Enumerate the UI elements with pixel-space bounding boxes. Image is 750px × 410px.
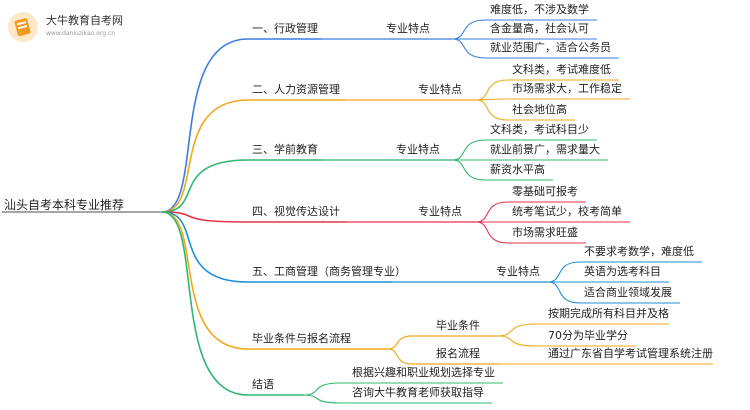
logo-icon: [8, 12, 38, 42]
branch-topic: 二、人力资源管理: [252, 83, 340, 96]
leaf-node: 就业范围广，适合公务员: [490, 41, 611, 54]
connector: [451, 19, 487, 40]
branch-subtopic: 报名流程: [436, 347, 480, 360]
leaf-node: 文科类，考试科目少: [490, 123, 589, 136]
connector: [161, 211, 249, 350]
branch-subtopic: 专业特点: [418, 83, 462, 96]
branch-topic: 一、行政管理: [252, 22, 318, 35]
leaf-node: 含金量高，社会认可: [490, 22, 589, 35]
connector: [475, 201, 509, 223]
leaf-node: 市场需求旺盛: [512, 226, 578, 239]
connector: [161, 211, 249, 223]
connector: [451, 159, 487, 181]
connector: [387, 348, 413, 365]
branch-topic: 四、视觉传达设计: [252, 205, 340, 218]
leaf-node: 薪资水平高: [490, 163, 545, 176]
branch-topic: 结语: [252, 378, 274, 391]
connector: [161, 38, 249, 213]
leaf-node: 统考笔试少，校考简单: [512, 205, 622, 218]
branch-topic: 五、工商管理（商务管理专业）: [252, 265, 406, 278]
connector: [161, 211, 249, 283]
leaf-node: 通过广东省自学考试管理系统注册: [548, 347, 713, 360]
leaf-node: 社会地位高: [512, 103, 567, 116]
leaf-node: 零基础可报考: [512, 185, 578, 198]
site-logo: 大牛教育自考网 www.daniuzikao.org.cn: [6, 10, 166, 44]
leaf-node: 文科类，考试难度低: [512, 63, 611, 76]
branch-subtopic: 专业特点: [396, 143, 440, 156]
branch-subtopic: 专业特点: [386, 22, 430, 35]
connector: [547, 281, 581, 304]
connector: [303, 394, 341, 404]
connector: [475, 221, 509, 244]
connector: [303, 382, 341, 396]
connector: [475, 79, 509, 101]
leaf-node: 适合商业领域发展: [584, 286, 672, 299]
leaf-node: 市场需求大，工作稳定: [512, 82, 622, 95]
connector: [451, 139, 487, 161]
leaf-node: 根据兴趣和职业规划选择专业: [352, 366, 495, 379]
leaf-node: 不要求考数学，难度低: [584, 245, 694, 258]
connector: [475, 99, 509, 121]
connector: [497, 323, 537, 337]
leaf-node: 按期完成所有科目并及格: [548, 307, 669, 320]
root-topic: 汕头自考本科专业推荐: [4, 198, 125, 212]
connector: [161, 159, 249, 213]
branch-subtopic: 专业特点: [418, 205, 462, 218]
branch-topic: 毕业条件与报名流程: [252, 332, 351, 345]
connector: [547, 261, 581, 283]
leaf-node: 咨询大牛教育老师获取指导: [352, 386, 484, 399]
connector: [387, 335, 413, 350]
leaf-node: 英语为选考科目: [584, 265, 661, 278]
connector: [451, 38, 487, 59]
branch-subtopic: 专业特点: [496, 265, 540, 278]
leaf-node: 70分为毕业学分: [548, 329, 628, 342]
connector: [497, 335, 537, 347]
logo-title: 大牛教育自考网: [46, 14, 123, 27]
connector: [161, 99, 249, 213]
leaf-node: 就业前景广，需求量大: [490, 143, 600, 156]
branch-subtopic: 毕业条件: [436, 319, 480, 332]
connector: [161, 211, 249, 396]
logo-url: www.daniuzikao.org.cn: [46, 30, 116, 37]
branch-topic: 三、学前教育: [252, 143, 318, 156]
leaf-node: 难度低，不涉及数学: [490, 3, 589, 16]
